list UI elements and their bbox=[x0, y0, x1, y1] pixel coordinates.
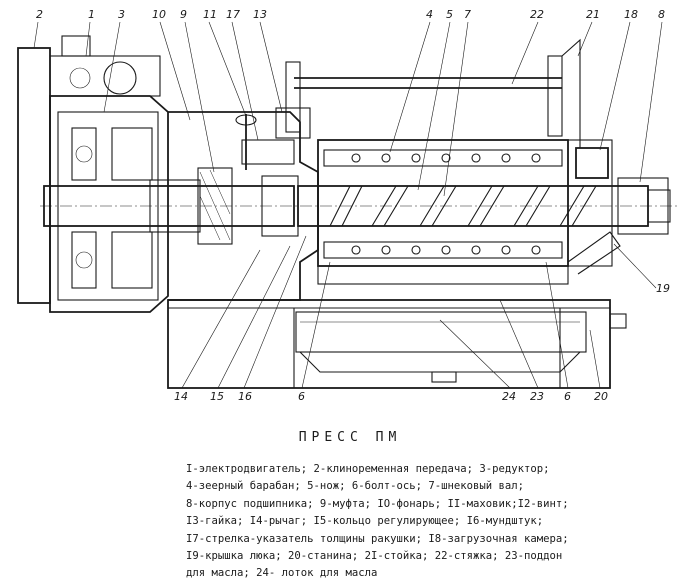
barrel-bolts bbox=[351, 153, 541, 255]
callout-21: 21 bbox=[586, 8, 600, 21]
legend-line: для масла; 24- лоток для масла bbox=[186, 567, 378, 580]
legend-line: 4-зеерный барабан; 5-нож; 6-болт-ось; 7-… bbox=[186, 480, 525, 493]
legend-line: I-электродвигатель; 2-клиноременная пере… bbox=[186, 463, 550, 475]
callout-9: 9 bbox=[180, 8, 187, 21]
callout-14: 14 bbox=[174, 390, 188, 403]
callout-23: 23 bbox=[530, 390, 544, 403]
legend-line: I9-крышка люка; 20-станина; 2I-стойка; 2… bbox=[186, 550, 563, 563]
callout-7: 7 bbox=[464, 8, 471, 21]
press-drawing: 2 1 3 10 9 11 17 13 4 5 7 22 21 18 8 14 … bbox=[17, 8, 680, 403]
callout-6b: 6 bbox=[564, 390, 571, 403]
callout-24: 24 bbox=[502, 390, 516, 403]
callout-numbers: 2 1 3 10 9 11 17 13 4 5 7 22 21 18 8 14 … bbox=[36, 8, 670, 403]
callout-4: 4 bbox=[426, 8, 433, 21]
callout-20: 20 bbox=[594, 390, 608, 403]
callout-3: 3 bbox=[118, 8, 125, 21]
tie-rod bbox=[285, 55, 563, 137]
screw-shaft bbox=[297, 177, 671, 235]
legend-line: I3-гайка; I4-рычаг; I5-кольцо регулирующ… bbox=[186, 515, 544, 528]
callout-13: 13 bbox=[253, 8, 267, 21]
callout-11: 11 bbox=[203, 8, 217, 21]
frame-base bbox=[167, 299, 627, 389]
legend: I-электродвигатель; 2-клиноременная пере… bbox=[186, 461, 696, 583]
leader-lines bbox=[33, 21, 663, 389]
callout-2: 2 bbox=[36, 8, 43, 21]
callout-17: 17 bbox=[226, 8, 240, 21]
legend-line: I7-стрелка-указатель толщины ракушки; I8… bbox=[186, 532, 569, 545]
callout-6: 6 bbox=[298, 390, 305, 403]
callout-15: 15 bbox=[210, 390, 224, 403]
callout-19: 19 bbox=[656, 282, 670, 295]
callout-8: 8 bbox=[658, 8, 665, 21]
callout-16: 16 bbox=[238, 390, 252, 403]
figure-title: ПРЕСС ПМ bbox=[298, 430, 402, 445]
electric-motor bbox=[17, 35, 161, 304]
callout-22: 22 bbox=[530, 8, 544, 21]
legend-line: 8-корпус подшипника; 9-муфта; IO-фонарь;… bbox=[186, 497, 569, 510]
lantern-housing bbox=[168, 107, 319, 301]
loading-chamber bbox=[561, 38, 621, 275]
callout-10: 10 bbox=[152, 8, 166, 21]
callout-1: 1 bbox=[88, 8, 95, 21]
callout-5: 5 bbox=[446, 8, 453, 21]
callout-18: 18 bbox=[624, 8, 638, 21]
reducer bbox=[49, 95, 169, 313]
zeer-barrel bbox=[317, 139, 569, 285]
